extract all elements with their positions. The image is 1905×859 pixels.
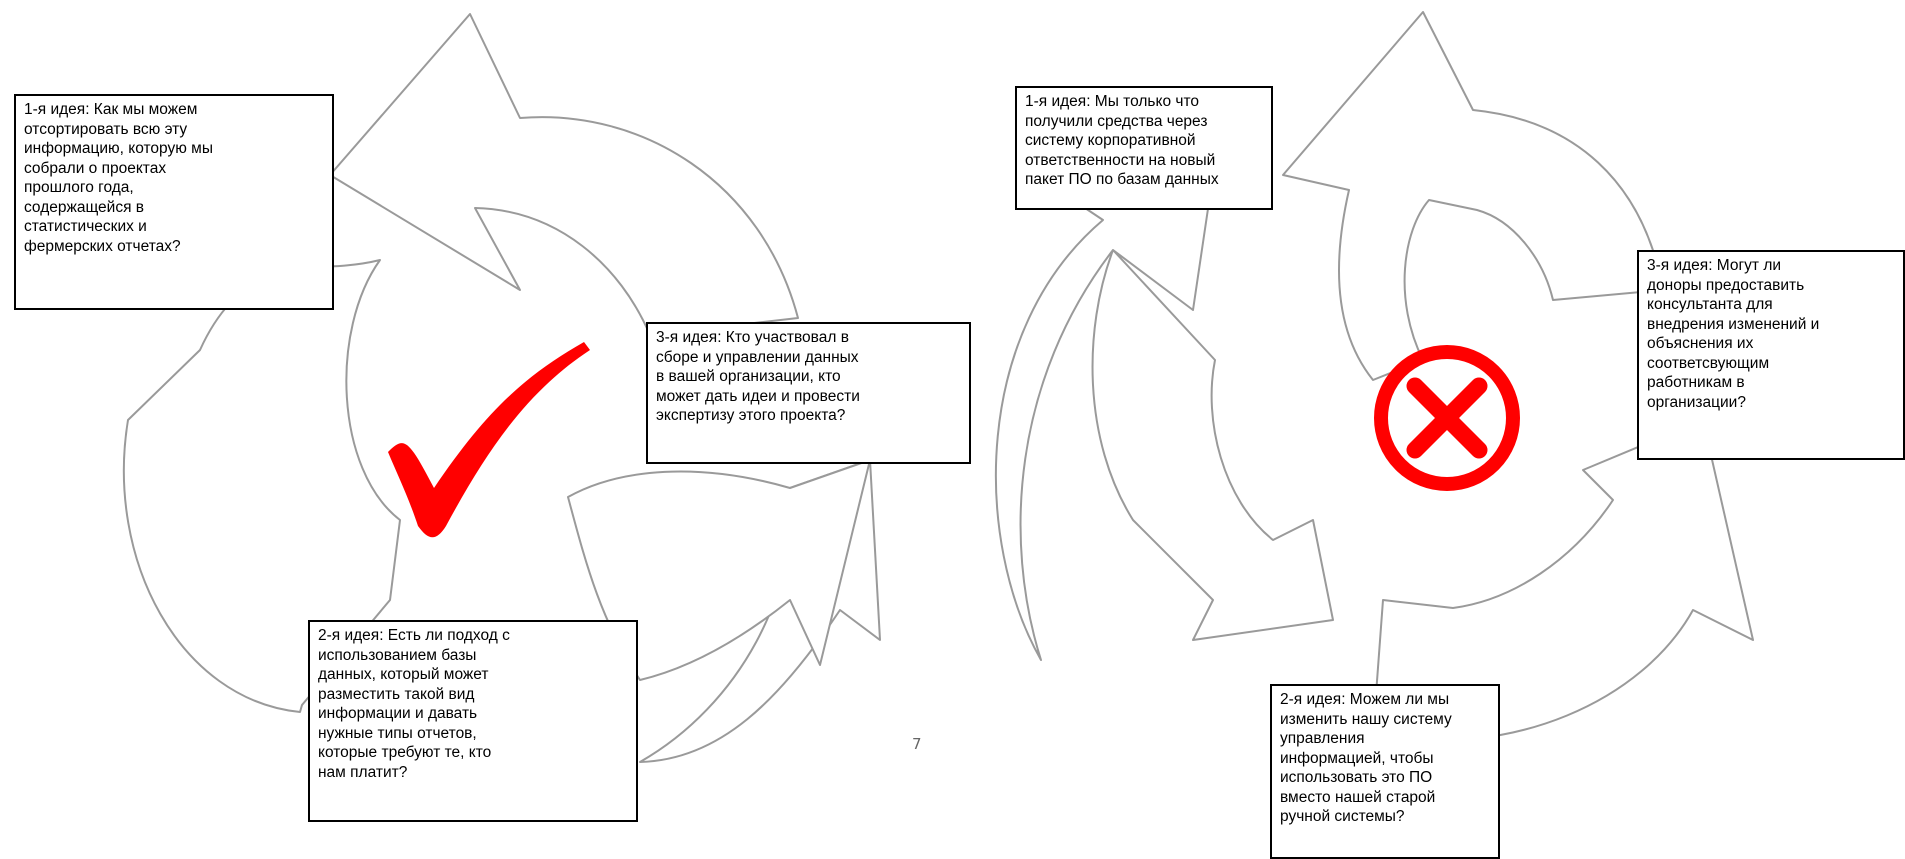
page-number: 7 <box>912 735 922 753</box>
left-cycle-diagram: 1-я идея: Как мы можем отсортировать всю… <box>0 0 971 859</box>
cycle-arrow-right-body <box>567 459 871 681</box>
left-idea-1-box: 1-я идея: Как мы можем отсортировать всю… <box>14 94 334 310</box>
cycle-arrow-right <box>1372 419 1754 742</box>
cycle-arrow-left <box>994 174 1334 661</box>
cycle-arrow-top <box>1282 11 1664 381</box>
right-cycle-diagram: 1-я идея: Мы только что получили средств… <box>953 0 1905 859</box>
right-idea-2-box: 2-я идея: Можем ли мы изменить нашу сист… <box>1270 684 1500 859</box>
left-cycle-arrows <box>122 13 881 763</box>
right-idea-1-box: 1-я идея: Мы только что получили средств… <box>1015 86 1273 210</box>
left-idea-2-box: 2-я идея: Есть ли подход с использование… <box>308 620 638 822</box>
left-idea-3-box: 3-я идея: Кто участвовал в сборе и управ… <box>646 322 971 464</box>
right-cycle-arrows <box>994 11 1754 742</box>
cross-circle-icon <box>1374 345 1520 491</box>
cycle-arrow-top <box>329 13 799 336</box>
right-idea-3-box: 3-я идея: Могут ли доноры предоставить к… <box>1637 250 1905 460</box>
checkmark-icon <box>388 342 590 538</box>
